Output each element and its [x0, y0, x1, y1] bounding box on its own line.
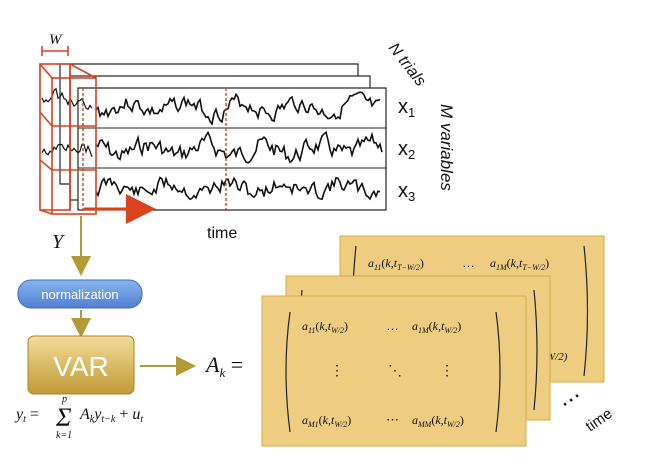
- var-box: VAR: [27, 335, 135, 395]
- signal-back-1: [41, 87, 93, 111]
- svg-text:…: …: [386, 318, 399, 333]
- normalization-button: normalization: [17, 279, 143, 309]
- svg-text:⋯: ⋯: [386, 412, 399, 427]
- variables-label: M variables: [437, 104, 456, 191]
- signal-x2: [95, 130, 383, 164]
- svg-text:⋱: ⋱: [388, 362, 402, 378]
- normalization-label: normalization: [41, 287, 118, 302]
- var-equation: yt = Σ p k=1 Akyt−k + ut: [14, 394, 143, 441]
- svg-text:…: …: [462, 255, 475, 270]
- svg-text:k=1: k=1: [56, 430, 72, 441]
- window-width-bracket: [41, 46, 69, 56]
- svg-text:⋮: ⋮: [330, 362, 344, 378]
- Y-label: Y: [52, 231, 65, 253]
- back-partial-label: W/2): [546, 351, 568, 363]
- signal-x1: [95, 91, 381, 126]
- trials-label: N trials: [385, 40, 429, 90]
- time-label: time: [207, 225, 237, 242]
- window-box: [39, 63, 97, 215]
- matrix-card-front: a11(k,tW/2) … a1M(k,tW/2) ⋮ ⋱ ⋮ aM1(k,tW…: [261, 295, 527, 447]
- x3-label: x3: [398, 180, 415, 204]
- Ak-label: Ak =: [204, 352, 243, 380]
- svg-text:⋮: ⋮: [440, 362, 454, 378]
- signal-x3: [95, 175, 381, 201]
- matrix-time-label: time: [583, 405, 616, 435]
- variable-labels: x1 x2 x3: [398, 96, 415, 204]
- var-label: VAR: [53, 351, 109, 382]
- svg-text:p: p: [61, 394, 67, 405]
- x2-label: x2: [398, 138, 415, 162]
- stack-dots: ⋯: [555, 383, 587, 416]
- trials-stack: W: [39, 32, 387, 224]
- svg-text:yt =: yt =: [14, 406, 39, 425]
- window-label: W: [49, 32, 63, 48]
- svg-text:Σ: Σ: [55, 403, 72, 432]
- x1-label: x1: [398, 96, 415, 120]
- svg-text:Akyt−k + ut: Akyt−k + ut: [79, 406, 143, 425]
